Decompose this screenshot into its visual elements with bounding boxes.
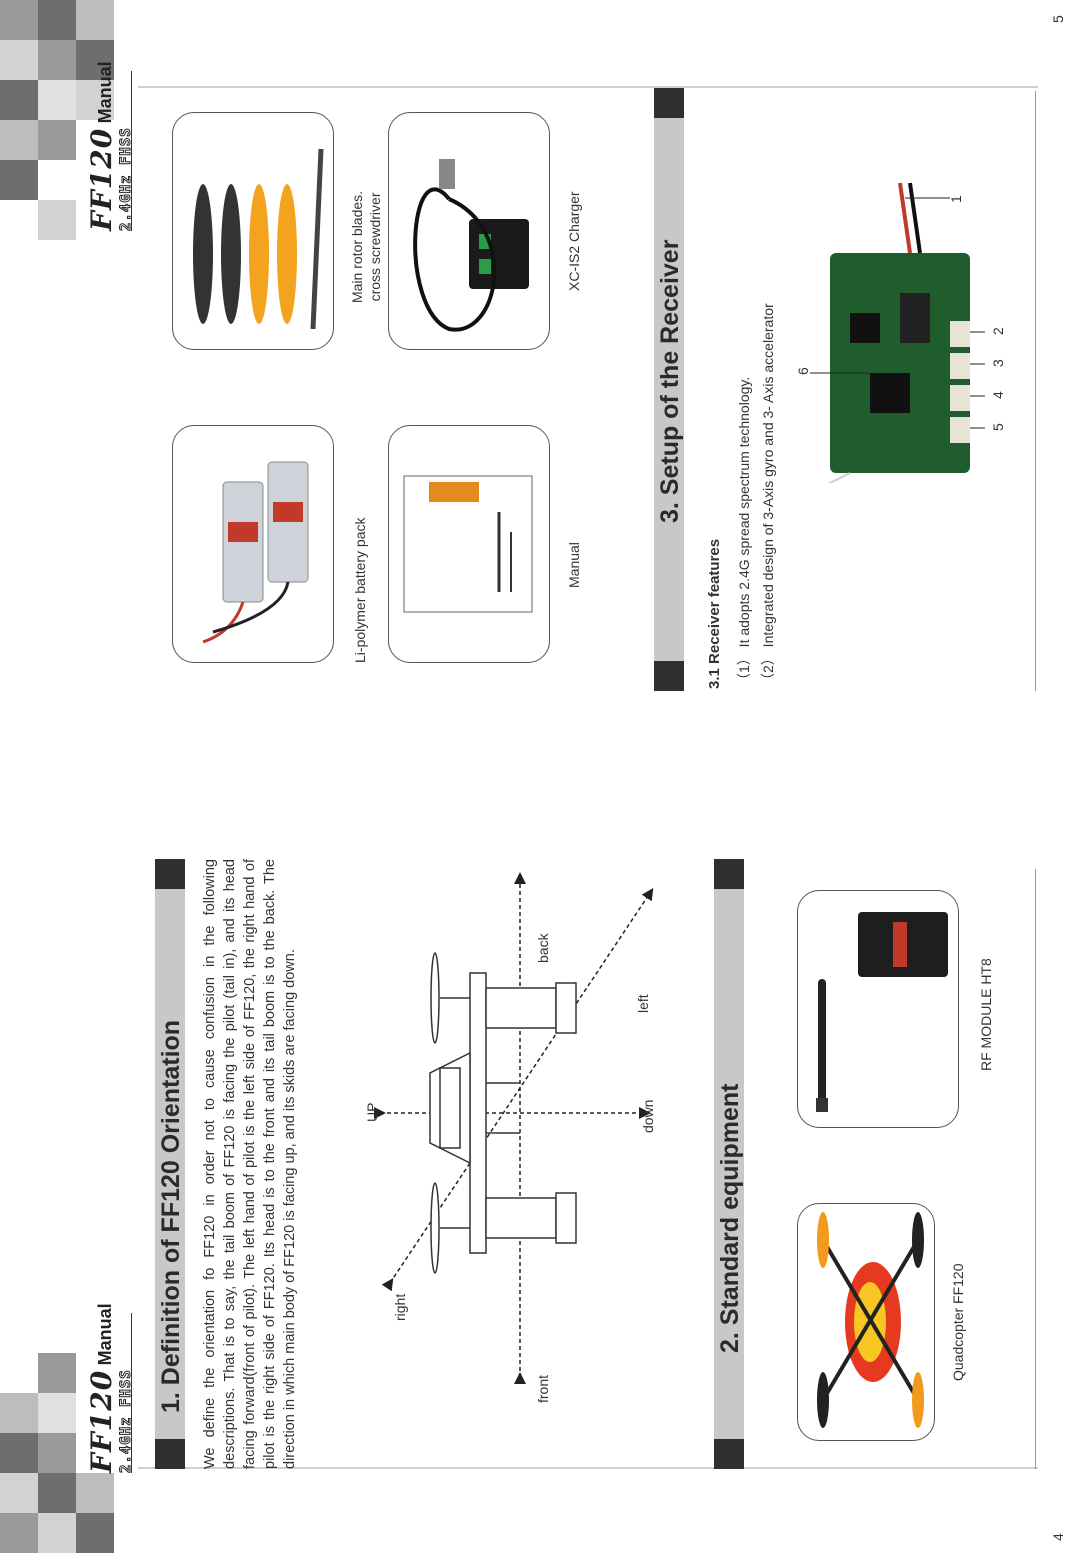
section-bar-cap: [155, 1439, 185, 1469]
deco-square: [76, 1473, 114, 1513]
card-battery: [172, 425, 334, 663]
section-bar-cap: [155, 859, 185, 889]
label-left: left: [635, 994, 651, 1013]
deco-square: [0, 1513, 38, 1553]
caption-rotor-blades-line1: Main rotor blades.: [349, 190, 365, 303]
section-bar-cap: [714, 1439, 744, 1469]
card-quadcopter: [797, 1203, 935, 1441]
logo-underline: [131, 1313, 132, 1473]
card-rotor-blades: [172, 112, 334, 350]
caption-charger: XC-IS2 Charger: [566, 191, 582, 291]
callout-1: 1: [948, 195, 964, 203]
left-footer-line: [1035, 869, 1036, 1469]
right-footer-line: [1035, 91, 1036, 691]
caption-rotor-blades-line2: cross screwdriver: [367, 192, 383, 302]
card-manual: [388, 425, 550, 663]
deco-square: [38, 1353, 76, 1393]
feature-2-index: （2）: [760, 651, 776, 687]
caption-rotor-blades: Main rotor blades. cross screwdriver: [348, 191, 384, 303]
section-bar-cap: [714, 859, 744, 889]
quadcopter-image: [817, 1212, 924, 1428]
logo-right: FF120 Manual 2.4GHz FHSS: [85, 61, 135, 231]
deco-square: [76, 1513, 114, 1553]
deco-square: [38, 1473, 76, 1513]
manual-label: Manual: [95, 61, 115, 124]
rf-module-image: [816, 912, 948, 1112]
feature-1-text: It adopts 2.4G spread spectrum technolog…: [736, 376, 752, 648]
section1-body: We define the orientation fo FF120 in or…: [202, 859, 298, 1469]
label-up: UP: [364, 1102, 380, 1122]
rotor-blades-image: [193, 148, 324, 330]
card-charger: [388, 112, 550, 350]
deco-square: [0, 120, 38, 160]
deco-square: [0, 0, 38, 40]
section1-title: 1. Definition of FF120 Orientation: [157, 1019, 185, 1413]
caption-rf-module: RF MODULE HT8: [978, 958, 994, 1071]
section-bar-cap: [654, 88, 684, 118]
deco-square: [0, 80, 38, 120]
callout-6: 6: [795, 367, 811, 375]
card-rf-module: [797, 890, 959, 1128]
brand-logo: FF120: [85, 127, 118, 231]
section-bar-cap: [654, 661, 684, 691]
feature-2-text: Integrated design of 3-Axis gyro and 3- …: [760, 303, 776, 648]
label-back: back: [535, 933, 551, 963]
callout-5: 5: [990, 423, 1006, 431]
feature-2: （2） Integrated design of 3-Axis gyro and…: [758, 303, 778, 687]
deco-square: [38, 1393, 76, 1433]
deco-square: [0, 1393, 38, 1433]
deco-square: [76, 0, 114, 40]
deco-square: [38, 80, 76, 120]
quadcopter-side-drawing: [429, 952, 577, 1274]
deco-square: [38, 200, 76, 240]
battery-image: [202, 461, 309, 644]
manual-booklet-image: [403, 475, 533, 613]
subsection-receiver-features: 3.1 Receiver features: [706, 538, 723, 689]
callout-2: 2: [990, 327, 1006, 335]
deco-square: [38, 120, 76, 160]
deco-square: [0, 1473, 38, 1513]
feature-1: （1） It adopts 2.4G spread spectrum techn…: [734, 377, 754, 687]
label-right: right: [392, 1293, 408, 1321]
callout-3: 3: [990, 359, 1006, 367]
deco-square: [38, 1433, 76, 1473]
deco-square: [38, 40, 76, 80]
manual-label: Manual: [95, 1303, 115, 1366]
caption-manual: Manual: [566, 542, 582, 588]
receiver-board-image: [809, 182, 985, 483]
page-number-right: 5: [1050, 15, 1066, 23]
charger-image: [413, 159, 529, 332]
orientation-diagram: [374, 872, 654, 1384]
brand-logo: FF120: [85, 1369, 118, 1473]
label-front: front: [535, 1374, 551, 1403]
section3-title: 3. Setup of the Receiver: [656, 239, 684, 523]
label-down: down: [640, 1099, 656, 1133]
deco-square: [38, 1513, 76, 1553]
feature-1-index: （1）: [736, 651, 752, 687]
right-margin-line: [138, 86, 1038, 88]
page-number-left: 4: [1050, 1533, 1066, 1541]
caption-quadcopter: Quadcopter FF120: [950, 1263, 966, 1381]
section2-title: 2. Standard equipment: [716, 1083, 744, 1353]
logo-underline: [131, 71, 132, 231]
deco-square: [0, 160, 38, 200]
logo-left: FF120 Manual 2.4GHz FHSS: [85, 1303, 135, 1473]
caption-battery: Li-polymer battery pack: [352, 517, 368, 663]
deco-square: [38, 0, 76, 40]
deco-square: [0, 1433, 38, 1473]
deco-square: [0, 40, 38, 80]
callout-4: 4: [990, 391, 1006, 399]
